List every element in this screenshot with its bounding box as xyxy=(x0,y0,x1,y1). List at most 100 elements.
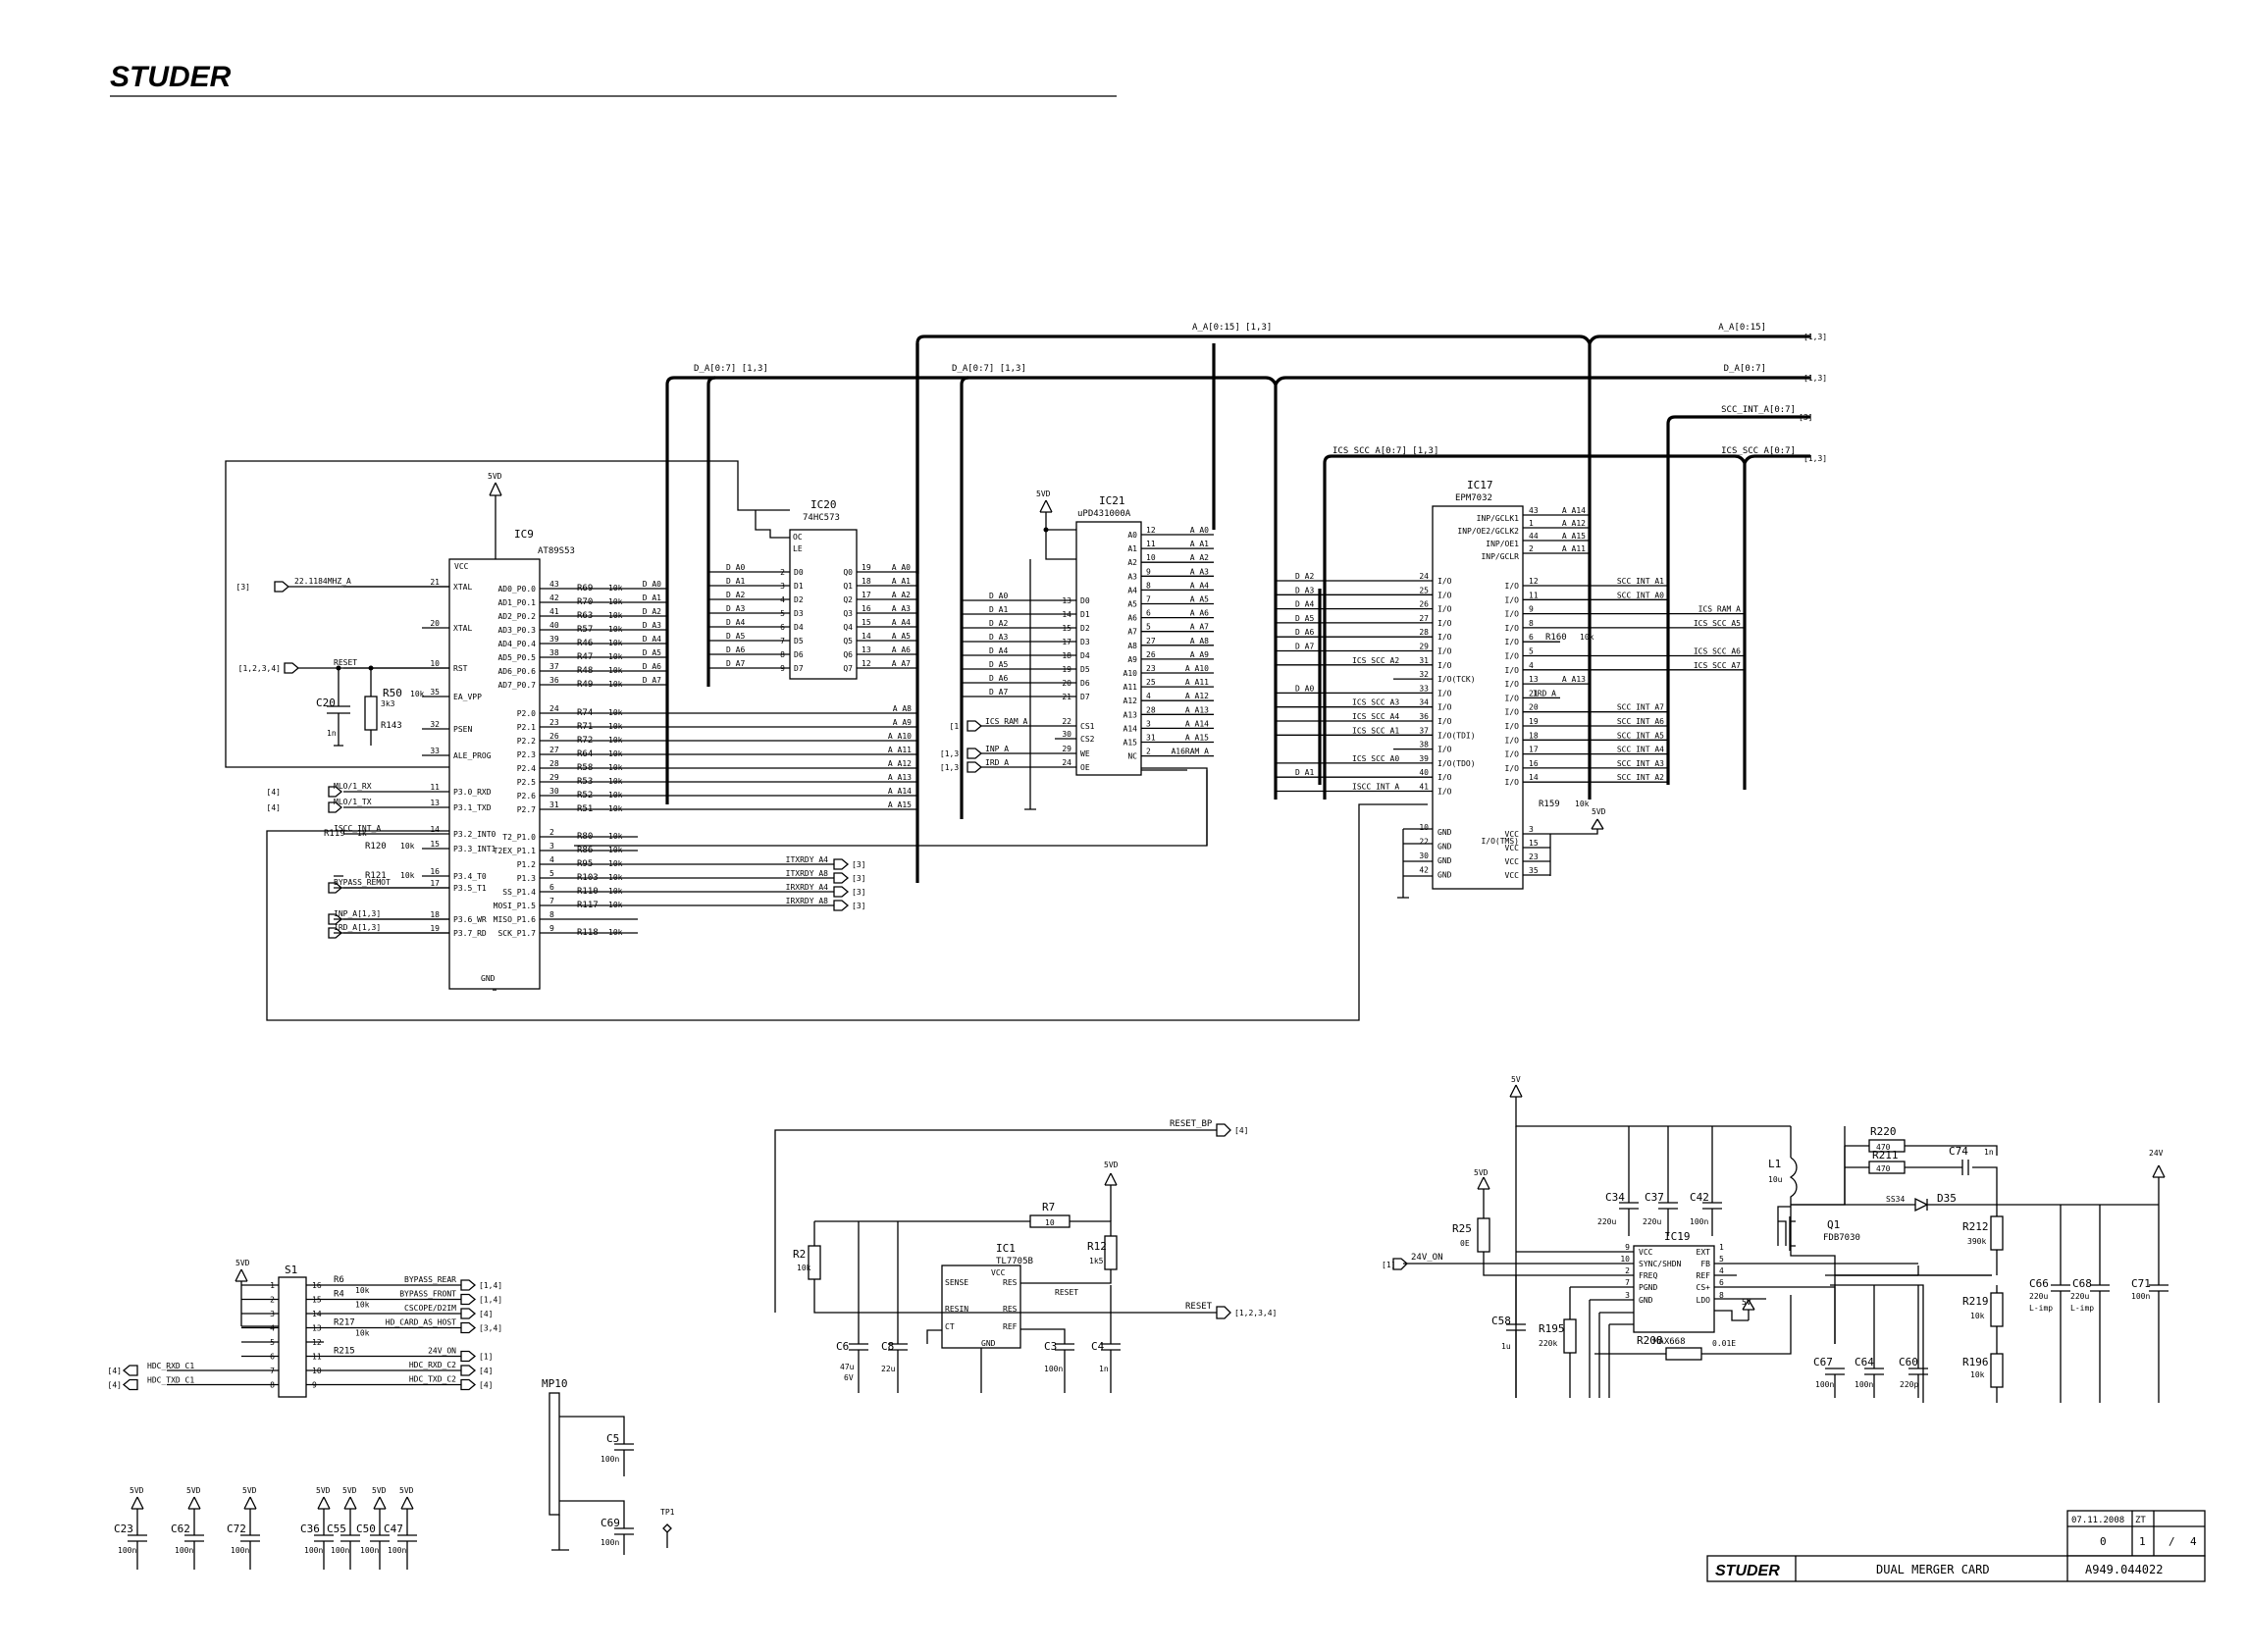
ic21-a-net: A_A4 xyxy=(1190,581,1209,590)
ic17-r-net: SCC_INT_A6 xyxy=(1617,717,1664,726)
ic20-in-pin: D0 xyxy=(794,568,804,577)
reset-bp-port xyxy=(1216,1123,1231,1137)
q1-part: FDB7030 xyxy=(1823,1233,1860,1243)
ic9-pin-name: P2.4 xyxy=(517,764,536,773)
ic21-ctrl-pin: CS2 xyxy=(1080,735,1095,744)
r25-val: 0E xyxy=(1460,1239,1470,1248)
r212-val: 390k xyxy=(1967,1237,1986,1246)
ic17-l-pin: I/O xyxy=(1437,647,1452,656)
ic9-pin-net: ISCC_INT_A xyxy=(334,824,381,833)
ic21-d-pin: D3 xyxy=(1080,638,1090,646)
ic17-l-num: 31 xyxy=(1419,656,1429,665)
ic21-ctrl-num: 29 xyxy=(1062,745,1071,753)
ic17-l-pin: I/O xyxy=(1437,717,1452,726)
r195-body xyxy=(1563,1318,1577,1354)
ic21-d-net: D_A6 xyxy=(989,674,1008,683)
ic17-l-pin: I/O xyxy=(1437,633,1452,642)
ic17-ref: IC17 xyxy=(1467,479,1493,491)
c20-val: 1n xyxy=(327,729,337,738)
ic17-r-pin: I/O xyxy=(1505,680,1520,689)
ic17-r-pin: I/O xyxy=(1505,708,1520,717)
ic9-pin-name: MISO_P1.6 xyxy=(494,915,537,924)
24v-on-port xyxy=(1392,1258,1408,1270)
ic9-pin-net: MLO/1_TX xyxy=(334,798,372,806)
switch-ref: [1] xyxy=(479,1353,493,1362)
ic21-ctrl-pin: CS1 xyxy=(1080,722,1095,731)
ic21-d-net: D_A0 xyxy=(989,592,1008,600)
ic9-pin-num: 10 xyxy=(430,659,440,668)
ic9-port xyxy=(328,801,343,813)
ic20-in-pin: D1 xyxy=(794,582,804,591)
ic17-r-pin: I/O xyxy=(1505,722,1520,731)
q1-ref: Q1 xyxy=(1827,1218,1840,1231)
switch-port xyxy=(460,1293,477,1306)
ic21-ctrl-net: INP_A xyxy=(985,745,1009,753)
c69-val: 100n xyxy=(601,1538,619,1547)
ic9-pin-res-val: 10k xyxy=(608,777,623,786)
ic9-pin-num: 32 xyxy=(430,720,440,729)
ic21-body xyxy=(1075,521,1142,776)
tb-initials: ZT xyxy=(2135,1516,2146,1525)
ic9-pin-name: MOSI_P1.5 xyxy=(494,902,537,910)
ic19-l-num: 10 xyxy=(1620,1255,1630,1264)
decap-plates xyxy=(128,1534,147,1570)
ic20-out-num: 19 xyxy=(862,563,871,572)
tb-sheet: 1 xyxy=(2139,1535,2146,1548)
r25-body xyxy=(1477,1217,1490,1253)
ic19-pins: 9VCC10SYNC/SHDN2FREQ7PGND3GNDEXT1FB5REF4… xyxy=(1516,1243,1724,1305)
ic9-pin-res: R58 xyxy=(577,763,593,773)
ic19-r-pin: CS+ xyxy=(1697,1283,1711,1292)
ic9-pin-name: AD7_P0.7 xyxy=(497,681,536,690)
c58-val: 1u xyxy=(1501,1342,1511,1351)
r119-val: 1k xyxy=(357,829,367,838)
ic9-pin-name: P2.7 xyxy=(517,805,536,814)
decap-val: 100n xyxy=(175,1546,193,1555)
ic9-pin-res-val: 10k xyxy=(608,625,623,634)
ic20-in-num: 8 xyxy=(780,650,785,659)
ic9-pin-res: R63 xyxy=(577,611,593,621)
ic9-pin-name: AD4_P0.4 xyxy=(497,640,536,648)
ic20-in-pin: D6 xyxy=(794,650,804,659)
ic9-pin-num: 40 xyxy=(549,621,559,630)
c74-ref: C74 xyxy=(1949,1145,1968,1158)
ic9-port xyxy=(328,913,343,925)
ic9-pin-res-val: 10k xyxy=(608,652,623,661)
switch-left-net: HDC_RXD_C1 xyxy=(147,1362,194,1370)
ic17-r-net: A_A11 xyxy=(1562,544,1586,553)
ic9-pin-name: ALE_PROG xyxy=(453,751,492,760)
c66-ref: C66 xyxy=(2029,1277,2049,1290)
boost-5vd-arrow xyxy=(1477,1176,1490,1218)
ic17-l-num: 37 xyxy=(1419,726,1429,735)
decap-supply-arrow xyxy=(187,1496,201,1535)
ic9-port-ref: [3] xyxy=(852,888,865,897)
ic9-passives: C20 1n 3k3 R143 R50 10k R119 1k R120 10k… xyxy=(316,665,425,881)
r220-ref: R220 xyxy=(1870,1125,1897,1138)
r160-val: 10k xyxy=(1580,633,1594,642)
ic21-a-net: A_A10 xyxy=(1185,664,1209,673)
ic21-a-pin: NC xyxy=(1127,752,1137,761)
switch-res: R6 xyxy=(334,1275,344,1285)
ic9-port xyxy=(328,927,343,939)
ic21-a-pin: A14 xyxy=(1124,724,1138,733)
ic17-r-pin: I/O xyxy=(1505,764,1520,773)
c6-v: 6V xyxy=(844,1373,854,1382)
ic17-l-num: 24 xyxy=(1419,572,1429,581)
ic21-d-net: D_A7 xyxy=(989,688,1008,697)
c6-ref: C6 xyxy=(836,1340,849,1353)
r121-val: 10k xyxy=(400,871,415,880)
ic9-pin-name: P2.5 xyxy=(517,778,536,787)
ic17-l-num: 26 xyxy=(1419,600,1429,609)
tb-date: 07.11.2008 xyxy=(2071,1516,2124,1525)
decap-plates xyxy=(314,1534,334,1570)
c66-val: 220u xyxy=(2029,1292,2048,1301)
ic20-in-num: 7 xyxy=(780,637,785,645)
ic19-r-pin: EXT xyxy=(1697,1248,1711,1257)
ic21-a-net: A_A5 xyxy=(1190,595,1209,604)
ic17-l-pin: I/O xyxy=(1437,577,1452,586)
ic17-r-num: 14 xyxy=(1529,773,1539,782)
r220-body xyxy=(1868,1139,1906,1153)
bus-ref-ics-right: [1,3] xyxy=(1803,454,1827,463)
ic9-pin-res: R47 xyxy=(577,652,593,662)
ic9-pin-net: IRXRDY_A4 xyxy=(786,883,829,892)
